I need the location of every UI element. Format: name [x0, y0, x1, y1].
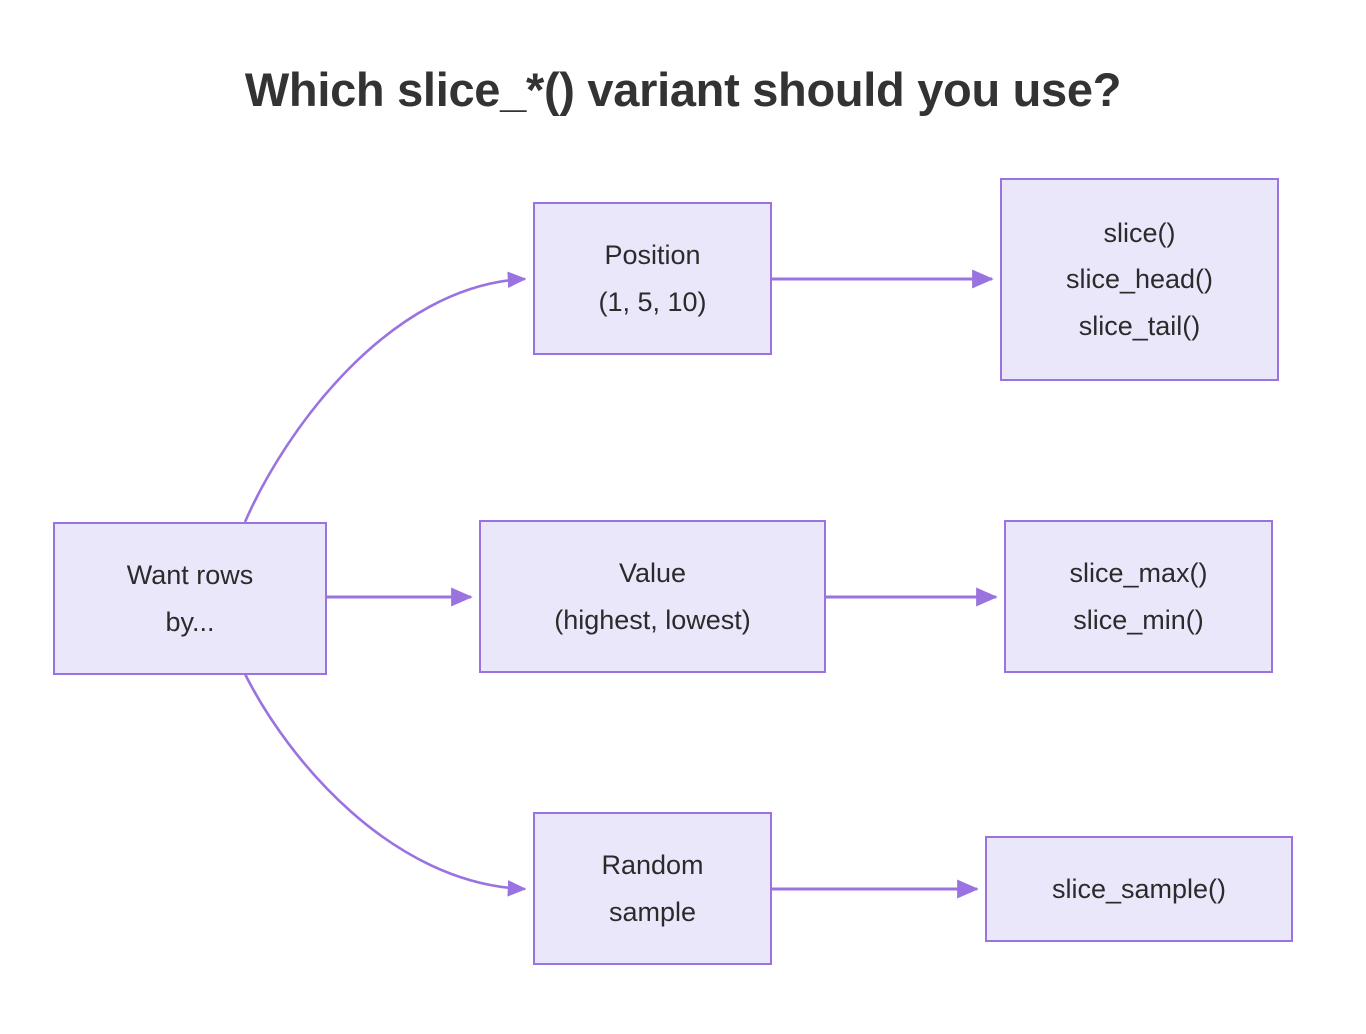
node-label-line: (highest, lowest): [554, 604, 751, 635]
edge-root-to-random: [243, 673, 527, 897]
node-value[interactable]: Value (highest, lowest): [479, 520, 826, 673]
node-want-rows-by[interactable]: Want rows by...: [53, 522, 327, 675]
node-label-line: by...: [165, 606, 215, 637]
edge-root-to-position: [243, 271, 527, 523]
node-label-line: Want rows: [126, 560, 254, 591]
page-title: Which slice_*() variant should you use?: [244, 63, 1122, 116]
node-label-line: slice(): [1103, 217, 1176, 248]
node-label-line: Random: [601, 850, 704, 881]
node-slice-head-tail[interactable]: slice() slice_head() slice_tail(): [1000, 178, 1279, 381]
node-label-line: slice_sample(): [1051, 873, 1227, 904]
node-label-line: sample: [608, 896, 697, 927]
node-label-line: (1, 5, 10): [598, 286, 707, 317]
node-label-line: Value: [618, 558, 687, 589]
node-slice-max-min[interactable]: slice_max() slice_min(): [1004, 520, 1273, 673]
node-label-line: Position: [604, 240, 701, 271]
node-label-line: slice_max(): [1069, 558, 1208, 589]
node-label-line: slice_head(): [1065, 264, 1214, 295]
node-position[interactable]: Position (1, 5, 10): [533, 202, 772, 355]
node-label-line: slice_tail(): [1078, 310, 1201, 341]
node-label-line: slice_min(): [1073, 604, 1204, 635]
node-slice-sample[interactable]: slice_sample(): [985, 836, 1293, 942]
node-random-sample[interactable]: Random sample: [533, 812, 772, 965]
